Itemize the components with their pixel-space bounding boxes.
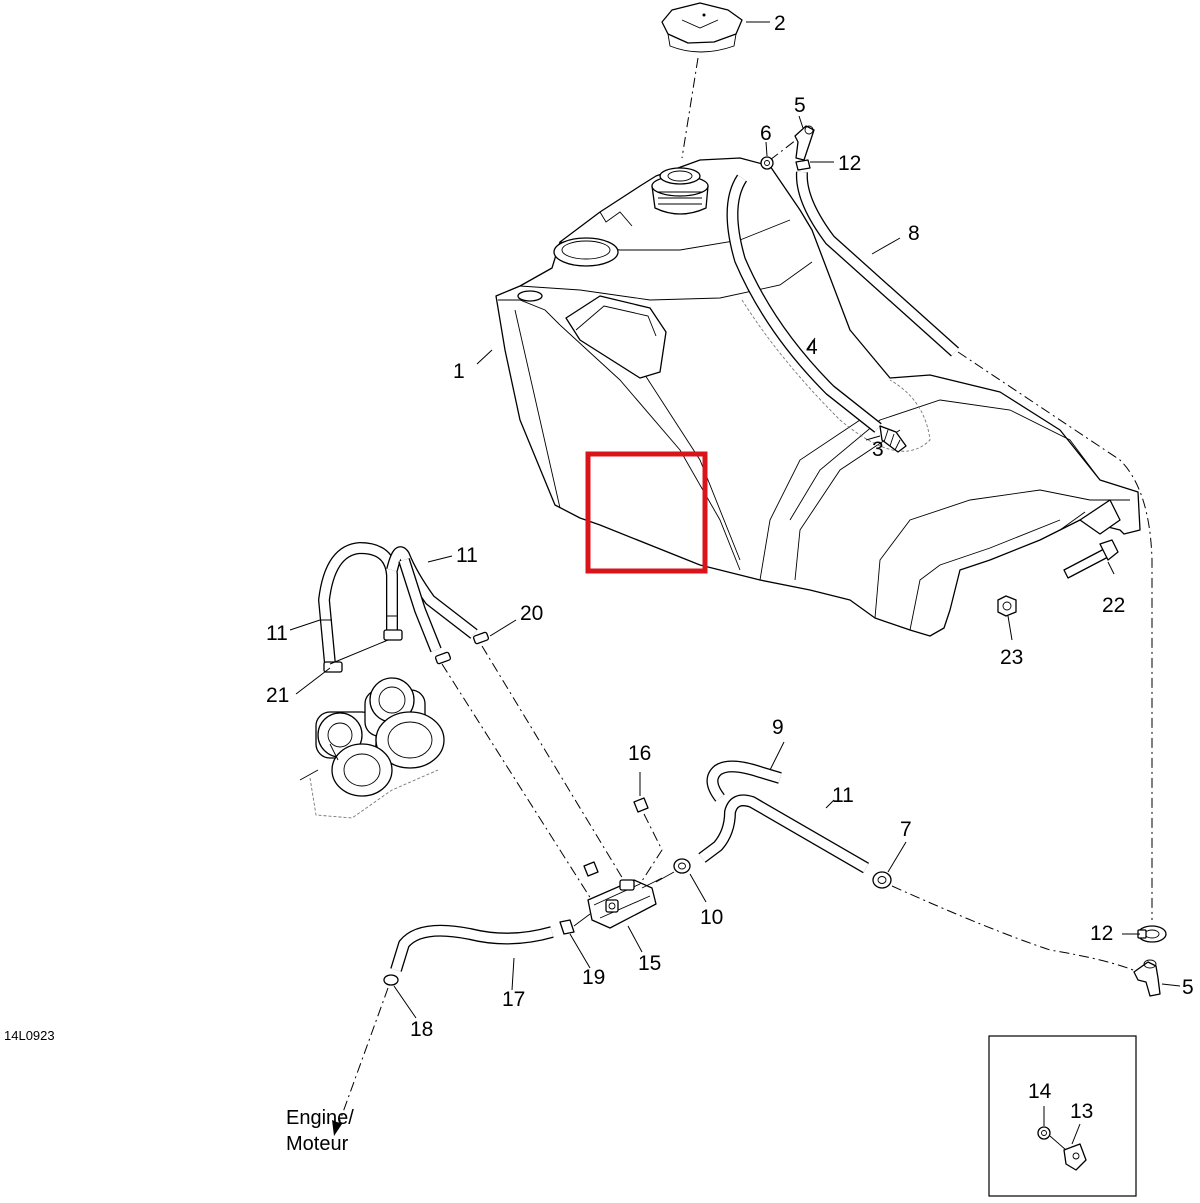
callout-12-bottom: 12 — [1090, 922, 1113, 945]
leader-lines — [289, 21, 1181, 1145]
connector-13[interactable] — [1063, 1143, 1087, 1171]
callout-11-left: 11 — [266, 622, 288, 645]
hose-9[interactable] — [706, 760, 782, 802]
carb-route-line-b — [481, 645, 627, 885]
nut-23[interactable] — [997, 595, 1017, 617]
callout-20: 20 — [520, 602, 543, 625]
valve-to-ring-line — [655, 871, 675, 883]
elbow-fitting-5-bottom[interactable] — [1133, 959, 1161, 997]
callout-3: 3 — [872, 438, 884, 461]
callout-23: 23 — [1000, 646, 1023, 669]
highlight-box — [585, 451, 708, 574]
callout-17: 17 — [502, 988, 525, 1011]
clamp-12-bottom[interactable] — [1137, 925, 1167, 943]
callout-19: 19 — [582, 966, 605, 989]
bolt-22[interactable] — [1063, 539, 1119, 579]
clamp-12-top[interactable] — [795, 159, 811, 171]
callout-9: 9 — [772, 716, 784, 739]
callout-6: 6 — [760, 122, 772, 145]
engine-label-line2: Moteur — [286, 1133, 349, 1155]
engine-label-line1: Engine/ — [286, 1107, 354, 1129]
callout-5-top: 5 — [794, 94, 806, 117]
callout-10: 10 — [700, 906, 723, 929]
clamp-18[interactable] — [383, 974, 399, 986]
return-route-line — [891, 885, 1139, 973]
callout-11-right: 11 — [832, 784, 854, 807]
clamp-20-b[interactable] — [472, 631, 490, 645]
hose-17[interactable] — [390, 924, 554, 972]
vent-route-line — [957, 351, 1153, 920]
clamp-19[interactable] — [559, 919, 575, 935]
cap-alignment-line — [681, 57, 699, 159]
fitting-14[interactable] — [1037, 1126, 1051, 1140]
clamp-20-a[interactable] — [434, 651, 452, 665]
callout-15: 15 — [638, 952, 661, 975]
callout-8: 8 — [908, 222, 920, 245]
vent-hose-8[interactable] — [795, 171, 960, 357]
callout-1: 1 — [453, 360, 465, 383]
grommet-6[interactable] — [760, 156, 774, 170]
check-valve-3[interactable] — [879, 425, 907, 453]
fuel-cap[interactable] — [661, 2, 743, 53]
carb-route-line-a — [441, 663, 599, 911]
vent-hose-4[interactable] — [726, 174, 931, 452]
clamp-7[interactable] — [872, 871, 892, 889]
callout-21: 21 — [266, 684, 289, 707]
callout-13: 13 — [1070, 1100, 1093, 1123]
elbow-5-line — [769, 139, 797, 161]
clip-16-line — [639, 813, 663, 885]
hose-19-connect — [573, 913, 591, 927]
clamp-21-right[interactable] — [383, 629, 403, 641]
callout-14: 14 — [1028, 1080, 1052, 1103]
ring-10[interactable] — [673, 858, 691, 874]
callout-4: 4 — [806, 336, 818, 359]
callout-5-bottom: 5 — [1182, 976, 1194, 999]
fuel-tank[interactable] — [495, 157, 1141, 637]
callout-12-top: 12 — [838, 152, 861, 175]
inset-detail-box — [988, 1035, 1137, 1197]
fuel-valve-15[interactable] — [587, 877, 663, 929]
drawing-reference: 14L0923 — [4, 1028, 55, 1043]
inset-link-line — [1049, 1135, 1067, 1151]
callout-2: 2 — [774, 12, 786, 35]
hose-11-right[interactable] — [698, 794, 870, 874]
clip-16-lower[interactable] — [583, 861, 599, 877]
filler-neck — [651, 167, 709, 215]
engine-direction-arrow — [332, 987, 389, 1136]
callout-numbers: 2 1 3 4 5 6 12 8 22 23 11 11 21 20 16 9 … — [266, 12, 1194, 1123]
callout-11-top: 11 — [456, 544, 478, 567]
elbow-fitting-5-top[interactable] — [794, 125, 815, 161]
callout-7: 7 — [900, 818, 912, 841]
clip-16-top[interactable] — [633, 797, 649, 813]
hose-11-split[interactable] — [386, 546, 478, 653]
callout-22: 22 — [1102, 594, 1125, 617]
carburetor-assembly[interactable] — [299, 677, 445, 819]
callout-18: 18 — [410, 1018, 433, 1041]
hose-11-left[interactable] — [318, 542, 398, 665]
callout-16: 16 — [628, 742, 651, 765]
